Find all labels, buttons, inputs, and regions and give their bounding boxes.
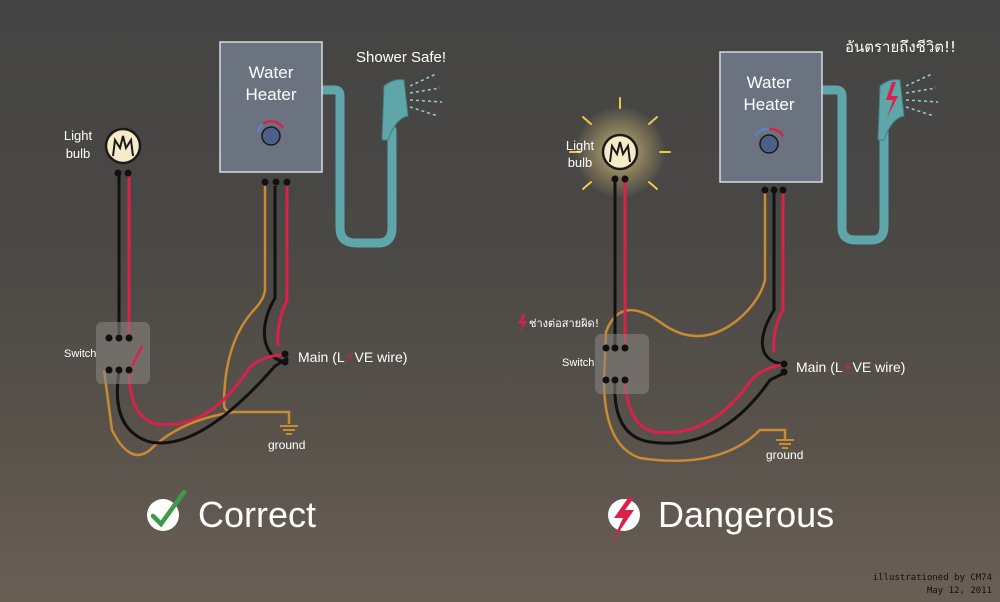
danger-shower-note: อันตรายถึงชีวิต!! bbox=[845, 38, 956, 56]
heater-terminals bbox=[761, 186, 787, 194]
heater-terminals bbox=[261, 178, 291, 186]
ground-symbol-icon bbox=[776, 439, 794, 449]
lightning-bolt-icon: ⚡ bbox=[843, 359, 853, 375]
water-heater-box bbox=[719, 51, 823, 183]
light-bulb-label-line1: Light bbox=[566, 138, 595, 153]
bulb-filament-icon bbox=[609, 141, 631, 163]
dial-cold-arc-icon bbox=[256, 123, 264, 133]
correct-panel: Water Heater Shower Safe! Light bulb Swi… bbox=[64, 41, 446, 535]
dial-cold-arc-icon bbox=[753, 127, 770, 137]
water-heater-box bbox=[219, 41, 323, 173]
credit-author: illustrationed by CM74 bbox=[873, 573, 992, 583]
shower-head-icon bbox=[381, 79, 409, 141]
dial-hot-arc-icon bbox=[262, 120, 285, 129]
ground-wire bbox=[602, 192, 787, 462]
bulb-rays-icon bbox=[569, 97, 671, 190]
lightning-bolt-icon bbox=[612, 498, 634, 542]
ground-wire bbox=[102, 186, 291, 456]
neutral-wire bbox=[115, 172, 289, 445]
ground-label: ground bbox=[268, 438, 305, 452]
check-icon bbox=[150, 489, 187, 528]
light-bulb-icon bbox=[601, 133, 639, 171]
ground-symbol-icon bbox=[280, 425, 298, 435]
shower-safe-note: Shower Safe! bbox=[356, 49, 446, 66]
shower-pipe bbox=[819, 85, 889, 245]
status-dangerous-label: Dangerous bbox=[658, 494, 834, 535]
lightning-bolt-icon: ⚡ bbox=[345, 349, 355, 365]
water-spray-icon bbox=[409, 73, 443, 117]
miswire-bolt-icon bbox=[518, 314, 527, 334]
light-bulb-label-line2: bulb bbox=[66, 146, 91, 161]
water-heater-label-line1: Water bbox=[747, 73, 792, 92]
bulb-filament-icon bbox=[112, 135, 134, 157]
neutral-wire bbox=[613, 178, 787, 445]
switch-terminals bbox=[602, 344, 629, 384]
water-spray-icon bbox=[905, 73, 939, 117]
switch-terminals bbox=[105, 334, 133, 374]
live-wire bbox=[127, 172, 289, 427]
switch-label: Switch bbox=[562, 357, 594, 369]
heater-temperature-dial bbox=[759, 134, 779, 154]
ground-label: ground bbox=[766, 448, 803, 462]
main-live-label: Main (L⚡VE wire) bbox=[298, 349, 407, 365]
wall-switch bbox=[96, 322, 150, 384]
dial-hot-arc-icon bbox=[768, 127, 785, 137]
main-live-label: Main (L⚡VE wire) bbox=[796, 359, 905, 375]
shower-pipe bbox=[317, 85, 397, 248]
water-heater-label-line2: Heater bbox=[743, 95, 794, 114]
switch-label: Switch bbox=[64, 348, 96, 360]
heater-temperature-dial bbox=[261, 126, 281, 146]
wall-switch bbox=[595, 334, 649, 394]
water-heater-label-line1: Water bbox=[249, 63, 294, 82]
credit-date: May 12, 2011 bbox=[927, 586, 992, 596]
water-heater-label-line2: Heater bbox=[245, 85, 296, 104]
light-bulb-label-line2: bulb bbox=[568, 155, 593, 170]
light-bulb-icon bbox=[104, 127, 142, 165]
wrong-wiring-note: ช่างต่อสายผิด! bbox=[529, 317, 599, 330]
status-correct-label: Correct bbox=[198, 494, 316, 535]
dangerous-panel: Water Heater อันตรายถึงชีวิต!! Light bul… bbox=[518, 38, 956, 542]
shower-shock-bolt-icon bbox=[886, 82, 898, 118]
live-wire bbox=[623, 178, 787, 435]
light-bulb-label-line1: Light bbox=[64, 128, 93, 143]
